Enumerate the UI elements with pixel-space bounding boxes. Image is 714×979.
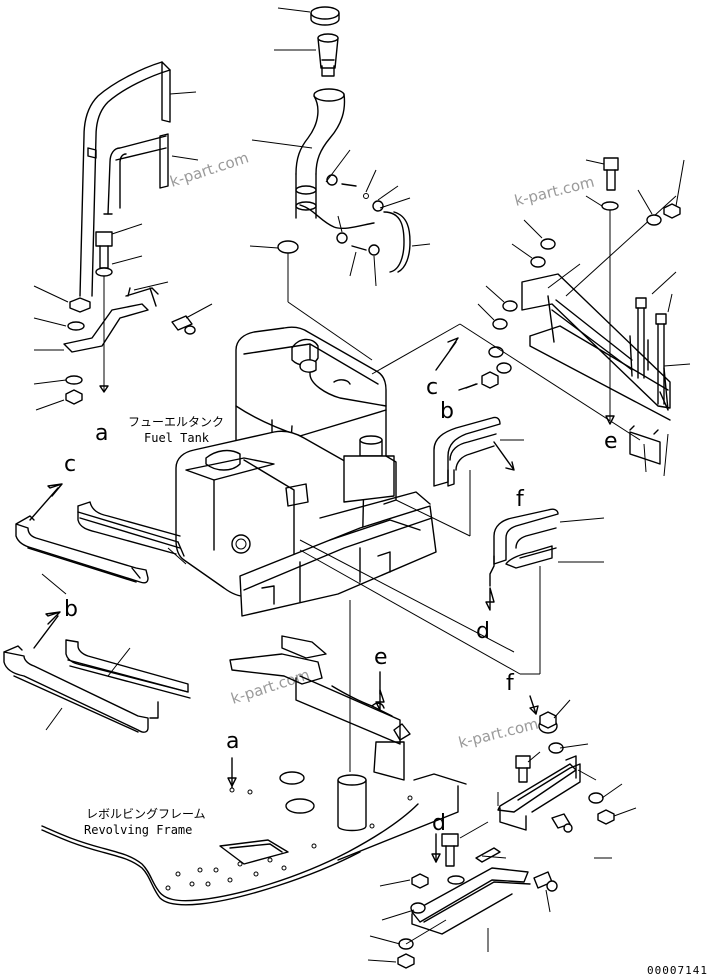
filler-hose bbox=[295, 95, 319, 175]
bracket-plate bbox=[63, 303, 149, 353]
callout-c-right: c bbox=[426, 375, 438, 400]
callout-b-left: b bbox=[64, 597, 78, 622]
callout-f-lower: f bbox=[506, 671, 515, 696]
nut bbox=[69, 297, 91, 313]
callout-e-right: e bbox=[604, 429, 618, 454]
bolt bbox=[171, 315, 193, 331]
filler-cap bbox=[310, 6, 340, 20]
revolving-frame-caption-jp: レボルビングフレーム bbox=[86, 807, 206, 821]
right-support-frame bbox=[521, 195, 677, 421]
lower-strap-c bbox=[15, 515, 149, 595]
lower-pad-b bbox=[65, 639, 191, 719]
callout-a-top: a bbox=[95, 421, 108, 446]
revolving-frame-caption-en: Revolving Frame bbox=[84, 823, 192, 837]
callout-labels: a c b c b e f d e f a d bbox=[64, 375, 618, 836]
breather-hose bbox=[299, 204, 375, 230]
lower-pad-c bbox=[77, 501, 187, 565]
bolt-head bbox=[441, 833, 459, 847]
bottom-mount-bracket bbox=[367, 821, 558, 969]
lower-strap-b bbox=[3, 645, 149, 733]
watermark-4: k-part.com bbox=[457, 715, 541, 752]
page-number: 00007141 bbox=[647, 964, 708, 977]
lower-mount-bracket bbox=[229, 635, 411, 781]
filler-cap-assembly bbox=[249, 6, 431, 361]
callout-d-lower: d bbox=[432, 811, 446, 836]
revolving-frame bbox=[41, 771, 467, 906]
watermark-1: k-part.com bbox=[168, 148, 251, 190]
frame-holes bbox=[165, 787, 413, 891]
callout-c-left: c bbox=[64, 452, 76, 477]
callout-a-lower: a bbox=[226, 729, 239, 754]
bolt-head bbox=[95, 231, 113, 247]
callout-f-upper: f bbox=[516, 487, 525, 512]
frame-pipe bbox=[337, 779, 367, 832]
callout-arrows bbox=[29, 337, 539, 863]
callout-e-mid: e bbox=[374, 645, 388, 670]
captions: フューエルタンク Fuel Tank レボルビングフレーム Revolving … bbox=[84, 415, 224, 837]
tank-strap-pad-left bbox=[103, 133, 199, 215]
right-lower-bracket bbox=[497, 699, 637, 859]
fuel-tank bbox=[175, 323, 641, 772]
fuel-gauge-port bbox=[231, 534, 251, 554]
callout-b-right: b bbox=[440, 399, 454, 424]
bolt-head bbox=[515, 755, 531, 769]
fuel-tank-caption-en: Fuel Tank bbox=[144, 431, 210, 445]
fuel-tank-caption-jp: フューエルタンク bbox=[128, 415, 224, 429]
grommet bbox=[277, 240, 299, 254]
right-frame-hardware bbox=[465, 157, 691, 477]
pad-d-bracket bbox=[485, 508, 605, 675]
left-bracket-hardware bbox=[33, 223, 213, 411]
pad-f-upper bbox=[433, 416, 524, 487]
watermark-2: k-part.com bbox=[513, 173, 597, 210]
callout-d-mid: d bbox=[476, 619, 490, 644]
tank-strap-left bbox=[79, 61, 197, 297]
bolt-head bbox=[603, 157, 619, 171]
